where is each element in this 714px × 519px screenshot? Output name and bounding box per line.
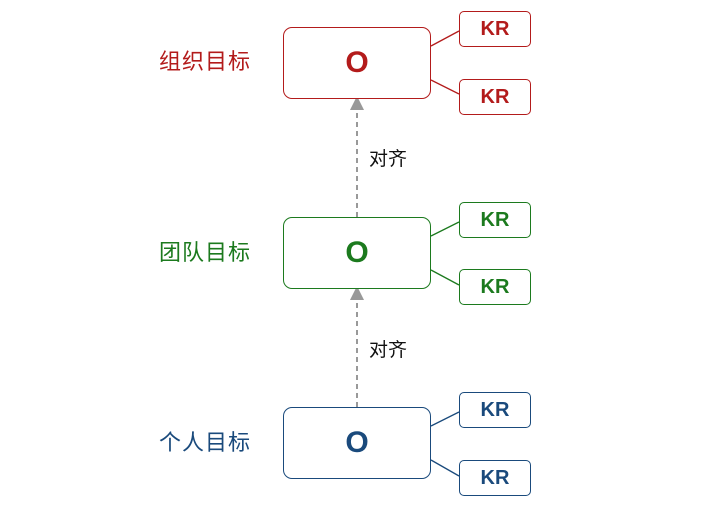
alignment-label-upper: 对齐 xyxy=(369,148,408,170)
organization-key-result-1: KR xyxy=(459,11,531,47)
team-kr2-link xyxy=(430,269,460,286)
organization-key-result-2: KR xyxy=(459,79,531,115)
personal-kr2-link xyxy=(430,459,460,477)
team-goal-label: 团队目标 xyxy=(159,241,252,266)
org-kr2-link xyxy=(430,79,460,95)
team-key-result-1: KR xyxy=(459,202,531,238)
team-key-result-2: KR xyxy=(459,269,531,305)
org-kr1-link xyxy=(430,30,460,47)
org-kr-links xyxy=(430,30,460,95)
personal-kr1-link xyxy=(430,411,460,427)
personal-goal-label: 个人目标 xyxy=(159,431,252,456)
alignment-label-lower: 对齐 xyxy=(369,339,408,361)
organization-objective-box: O xyxy=(283,27,431,99)
team-kr1-link xyxy=(430,221,460,237)
team-objective-box: O xyxy=(283,217,431,289)
organization-goal-label: 组织目标 xyxy=(159,50,252,75)
personal-key-result-2: KR xyxy=(459,460,531,496)
personal-key-result-1: KR xyxy=(459,392,531,428)
personal-objective-box: O xyxy=(283,407,431,479)
personal-kr-links xyxy=(430,411,460,477)
team-kr-links xyxy=(430,221,460,286)
